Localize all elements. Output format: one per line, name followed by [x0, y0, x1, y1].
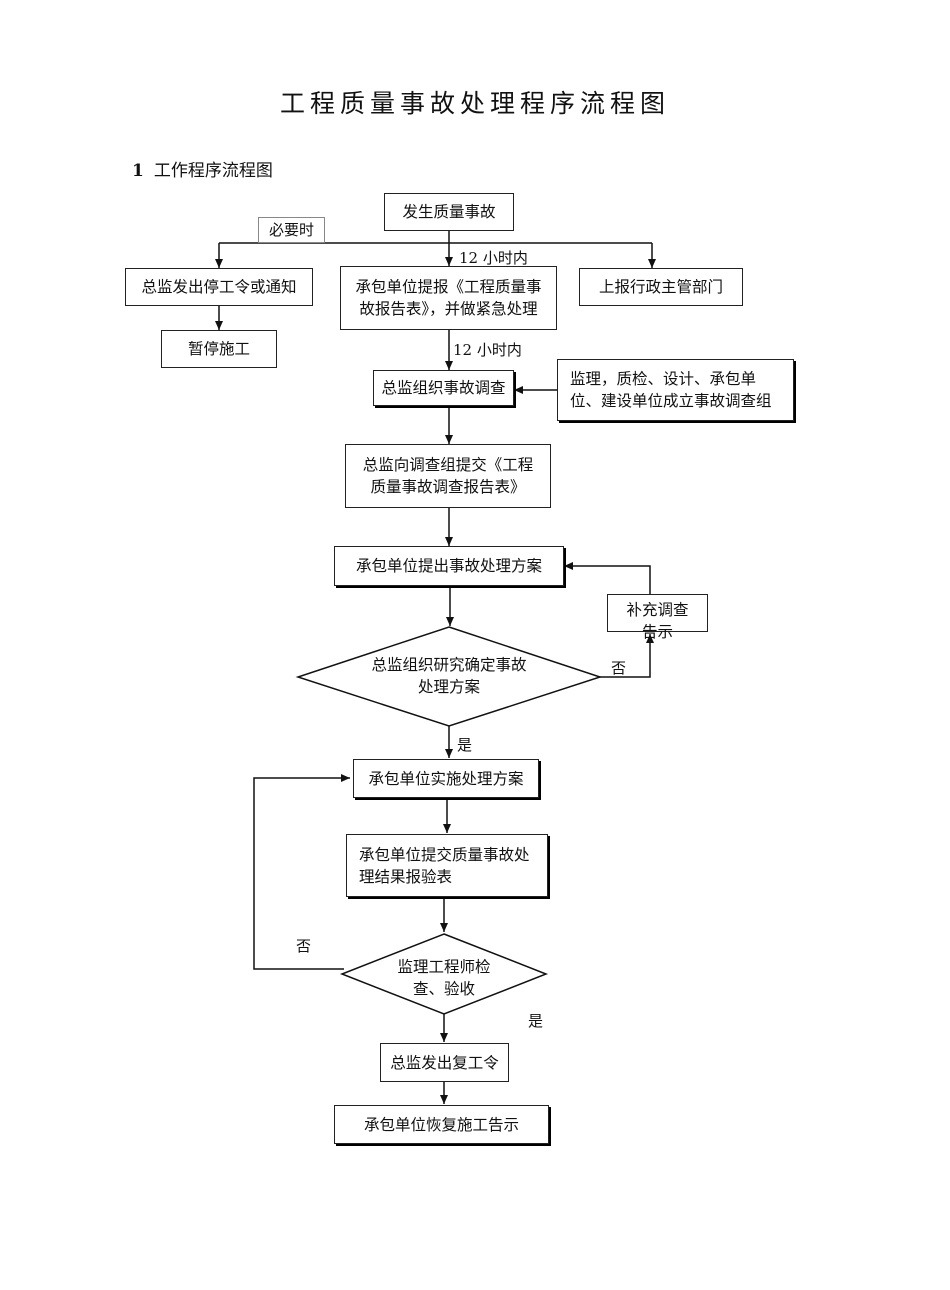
label-when-needed: 必要时 [258, 217, 326, 243]
label-no-2: 否 [296, 937, 312, 955]
edge-inspect-no-to-implement [253, 774, 350, 970]
section-number: 1 [132, 161, 144, 181]
page-title: 工程质量事故处理程序流程图 [279, 89, 670, 118]
label-yes-2: 是 [528, 1012, 544, 1030]
node-team: 监理，质检、设计、承包单位、建设单位成立事故调查组 [557, 359, 794, 421]
section-heading: 1 工作程序流程图 [132, 156, 273, 181]
node-submit-result: 承包单位提交质量事故处理结果报验表 [346, 834, 548, 897]
edge-decide-no-to-supplement [598, 634, 654, 678]
node-submit-survey: 总监向调查组提交《工程质量事故调查报告表》 [345, 444, 551, 508]
node-resume-order: 总监发出复工令 [380, 1043, 509, 1082]
label-twelve-hours-1: 12 小时内 [459, 249, 528, 267]
edge-supplement-to-plan [564, 562, 651, 594]
decide-diamond [295, 626, 603, 727]
node-implement: 承包单位实施处理方案 [353, 759, 539, 798]
node-resume-notice: 承包单位恢复施工告示 [334, 1105, 549, 1144]
node-pause: 暂停施工 [161, 330, 277, 368]
node-investigate: 总监组织事故调查 [373, 370, 514, 406]
inspect-diamond [339, 933, 549, 1015]
label-yes-1: 是 [457, 736, 473, 754]
node-report-form: 承包单位提报《工程质量事故报告表》，并做紧急处理 [340, 266, 557, 330]
node-report-gov: 上报行政主管部门 [579, 268, 743, 306]
label-twelve-hours-2: 12 小时内 [453, 341, 522, 359]
inspect-text: 监理工程师检查、验收 [397, 958, 491, 998]
node-occur: 发生质量事故 [384, 193, 514, 231]
label-no-1: 否 [611, 659, 627, 677]
node-supplement: 补充调查告示 [607, 594, 708, 641]
node-stop-order: 总监发出停工令或通知 [125, 268, 313, 306]
node-plan: 承包单位提出事故处理方案 [334, 546, 564, 586]
decide-text: 总监组织研究确定事故处理方案 [371, 656, 527, 696]
section-title: 工作程序流程图 [153, 161, 273, 181]
